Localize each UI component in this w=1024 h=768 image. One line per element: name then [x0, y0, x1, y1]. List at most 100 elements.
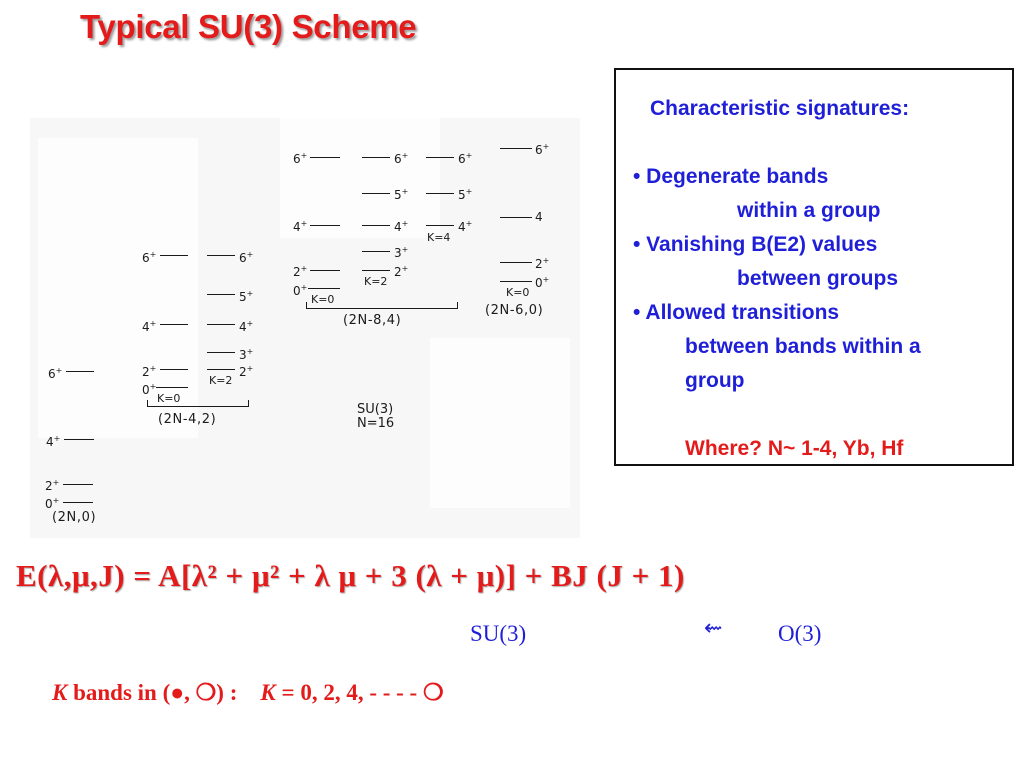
filled-circle-icon: ● — [170, 680, 185, 705]
level-line — [66, 371, 94, 372]
su3-label: SU(3) — [470, 621, 527, 646]
open-circle-icon: ❍ — [422, 680, 444, 705]
level-line — [64, 439, 94, 440]
level-line — [160, 369, 188, 370]
open-circle-icon: ❍ — [195, 680, 217, 705]
level-line — [500, 281, 532, 282]
level-line — [362, 270, 390, 271]
k-label: K=4 — [427, 231, 451, 244]
group-label: (2N-6,0) — [485, 303, 544, 318]
group-brace — [147, 400, 249, 407]
level-label: 5+ — [394, 187, 409, 202]
level-line — [310, 157, 340, 158]
group-label: (2N-4,2) — [158, 412, 217, 427]
level-line — [426, 157, 454, 158]
level-label: 6+ — [48, 366, 63, 381]
level-label: 6+ — [239, 250, 254, 265]
slide-title: Typical SU(3) Scheme — [80, 8, 417, 45]
level-label: 4+ — [46, 434, 61, 449]
level-line — [426, 193, 454, 194]
box-heading: Characteristic signatures: — [650, 97, 910, 120]
group-label: (2N-8,4) — [343, 313, 402, 328]
level-label: 2+ — [45, 478, 60, 493]
bullet-text: within a group — [737, 199, 881, 222]
level-label: 4+ — [142, 319, 157, 334]
level-line — [63, 502, 93, 503]
bullet-text: between bands within a — [685, 335, 921, 358]
level-line — [362, 251, 390, 252]
k-symbol: K — [260, 680, 276, 705]
arrow-icon: ⇜ — [704, 616, 723, 641]
level-label: 2+ — [142, 364, 157, 379]
level-line — [362, 157, 390, 158]
level-line — [362, 225, 390, 226]
k-bands-line: K bands in (●, ❍) : K = 0, 2, 4, - - - -… — [52, 680, 444, 706]
level-label: 6+ — [394, 151, 409, 166]
level-line — [500, 262, 532, 263]
level-label: 6+ — [293, 151, 308, 166]
level-label: 4+ — [458, 219, 473, 234]
level-line — [207, 294, 235, 295]
level-line — [156, 387, 188, 388]
scan-shading — [280, 118, 440, 238]
level-label: 2+ — [394, 264, 409, 279]
level-line — [207, 255, 235, 256]
bullet-text: between groups — [737, 267, 899, 290]
level-line — [500, 217, 532, 218]
k-text: ) : — [216, 680, 261, 705]
k-text: = 0, 2, 4, - - - - — [275, 680, 423, 705]
level-line — [160, 255, 188, 256]
k-label: K=0 — [311, 293, 335, 306]
level-label: 6+ — [535, 142, 550, 157]
level-label: 5+ — [239, 289, 254, 304]
k-label: K=2 — [364, 275, 388, 288]
level-line — [426, 225, 454, 226]
level-scheme-figure — [30, 118, 580, 538]
energy-formula: E(λ,μ,J) = A[λ² + μ² + λ μ + 3 (λ + μ)] … — [16, 558, 685, 593]
level-label: 4+ — [293, 219, 308, 234]
level-label: 5+ — [458, 187, 473, 202]
level-label: 3+ — [239, 347, 254, 362]
group-label: (2N,0) — [52, 510, 97, 525]
level-label: 4+ — [239, 319, 254, 334]
level-label: 6+ — [142, 250, 157, 265]
scan-shading — [38, 138, 198, 438]
n-annotation: N=16 — [357, 416, 395, 431]
bullet-text: • Allowed transitions — [633, 301, 840, 324]
scan-shading — [430, 338, 570, 508]
level-label: 2+ — [239, 364, 254, 379]
k-label: K=2 — [209, 374, 233, 387]
level-label: 4 — [535, 210, 543, 224]
signatures-box: Characteristic signatures: • Degenerate … — [614, 68, 1014, 466]
level-line — [308, 288, 340, 289]
level-label: 0+ — [293, 283, 308, 298]
o3-label: O(3) — [778, 621, 822, 646]
level-label: 4+ — [394, 219, 409, 234]
level-line — [500, 148, 532, 149]
k-symbol: K — [52, 680, 68, 705]
level-line — [63, 484, 93, 485]
level-label: 0+ — [142, 382, 157, 397]
level-line — [207, 324, 235, 325]
level-label: 3+ — [394, 245, 409, 260]
su3-annotation: SU(3) — [357, 402, 394, 417]
level-line — [310, 225, 340, 226]
bullet-text: • Degenerate bands — [633, 165, 829, 188]
level-label: 0+ — [45, 496, 60, 511]
k-text: , — [184, 680, 196, 705]
level-line — [362, 193, 390, 194]
group-brace — [306, 302, 458, 309]
k-label: K=0 — [157, 392, 181, 405]
level-label: 2+ — [293, 264, 308, 279]
k-text: bands in ( — [67, 680, 171, 705]
level-label: 6+ — [458, 151, 473, 166]
level-line — [207, 369, 235, 370]
k-label: K=0 — [506, 286, 530, 299]
level-line — [160, 324, 188, 325]
bullet-text: • Vanishing B(E2) values — [633, 233, 878, 256]
where-text: Where? N~ 1-4, Yb, Hf — [685, 437, 904, 460]
level-label: 2+ — [535, 256, 550, 271]
bullet-text: group — [685, 369, 745, 392]
level-label: 0+ — [535, 275, 550, 290]
level-line — [207, 352, 235, 353]
